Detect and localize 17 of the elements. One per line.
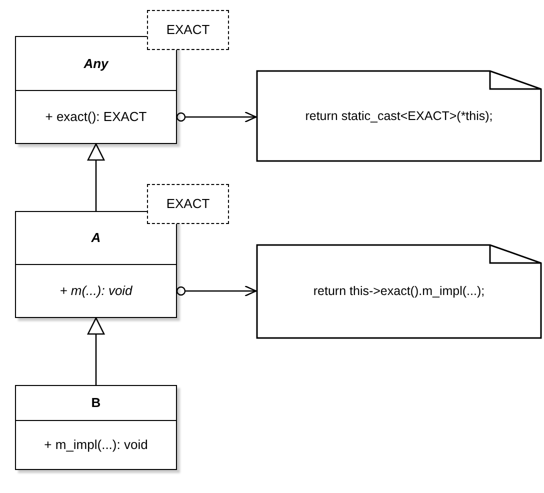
template-parameter: EXACT: [147, 184, 229, 224]
template-parameter: EXACT: [147, 10, 229, 50]
class-name: Any: [84, 54, 108, 73]
method-signature: + m(...): void: [60, 282, 132, 300]
code-note-text: return static_cast<EXACT>(*this);: [305, 108, 493, 125]
dependency-arrow: [176, 111, 257, 123]
method-signature: + m_impl(...): void: [44, 436, 148, 454]
class-name: A: [91, 229, 101, 248]
inheritance-arrow: [87, 317, 105, 385]
code-note-text: return this->exact().m_impl(...);: [313, 283, 485, 300]
class-box: [15, 211, 177, 318]
dependency-arrow: [176, 285, 257, 297]
inheritance-arrow: [87, 143, 105, 211]
method-signature: + exact(): EXACT: [45, 108, 147, 126]
class-box: [15, 385, 177, 470]
class-box: [15, 36, 177, 144]
class-name: B: [91, 394, 101, 412]
